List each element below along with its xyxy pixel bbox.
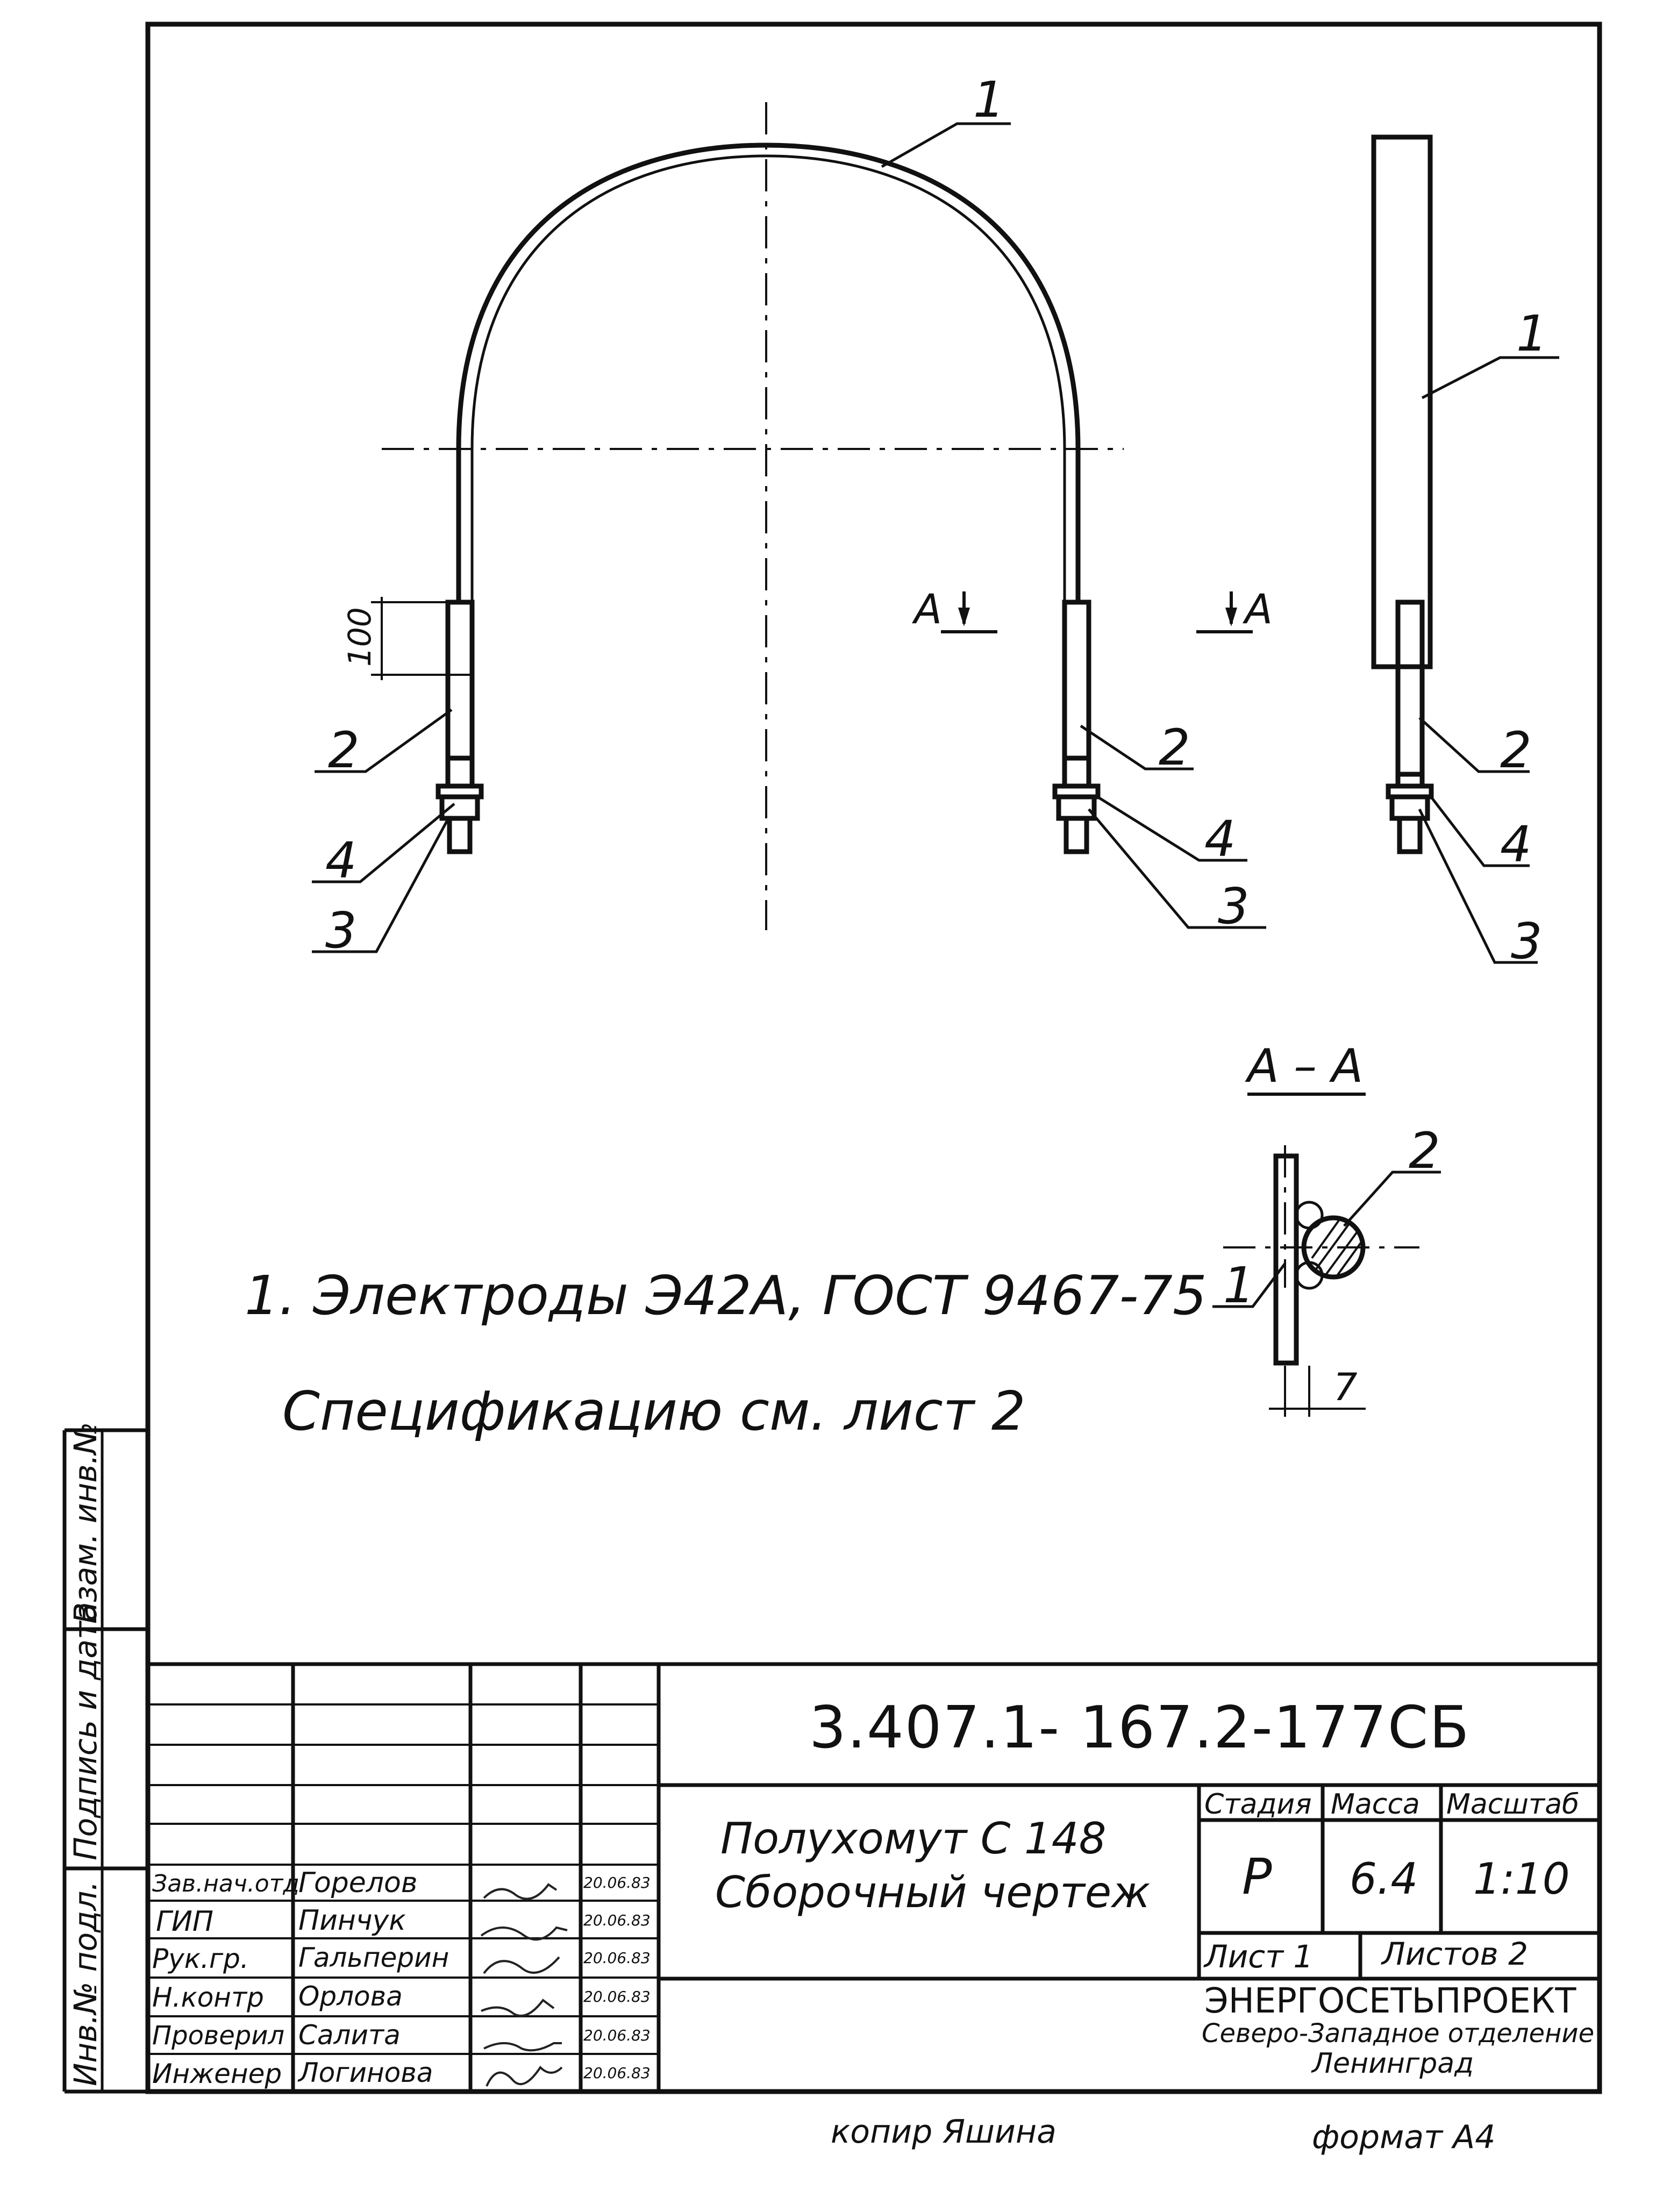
staff-role-5: Проверил [152,2021,285,2051]
margin-sign-date: Подпись и дата [67,1602,104,1860]
section-mark-right: A [1245,585,1273,633]
staff-name-5: Салита [298,2020,401,2051]
callout-right-nut: 3 [1218,877,1250,935]
document-code: 3.407.1- 167.2-177СБ [809,1694,1471,1761]
staff-name-4: Орлова [298,1981,403,2012]
callout-left-rod: 2 [328,722,360,779]
callout-section-rod: 2 [1409,1122,1440,1180]
arch-part-1 [456,142,1081,602]
section-title: A – A [1247,1039,1364,1093]
note-specification: Спецификацию см. лист 2 [282,1380,1026,1443]
left-nut [439,794,480,821]
drawing-name: Полухомут С 148 [720,1814,1107,1864]
signatures [480,1883,568,2087]
stage-header: Стадия [1204,1788,1312,1821]
callout-arch-part: 1 [973,71,1005,129]
organization-city: Ленинград [1312,2047,1474,2080]
title-block-frame [146,1662,1602,2094]
callout-right-washer: 4 [1204,810,1236,868]
stage-value: Р [1242,1848,1272,1906]
dimension-overlap: 100 [341,607,378,667]
callout-section-bar: 1 [1223,1257,1255,1314]
staff-date-3: 20.06.83 [583,1949,651,1967]
scale-value: 1:10 [1473,1854,1570,1904]
footer-format: формат А4 [1312,2118,1496,2156]
staff-date-2: 20.06.83 [583,1911,651,1929]
callout-left-washer: 4 [325,832,357,889]
sheet-frame [145,22,1602,2094]
staff-role-1: Зав.нач.отд [152,1870,299,1897]
sheet-number: Лист 1 [1204,1938,1314,1975]
side-rod [1395,600,1425,777]
scale-header: Масштаб [1446,1788,1580,1821]
section-mark-left: A [914,585,942,633]
staff-role-4: Н.контр [152,1982,264,2013]
section-rod-circle [1301,1215,1366,1280]
footer-copied: копир Яшина [831,2113,1057,2151]
staff-date-4: 20.06.83 [583,1988,651,2006]
side-strip [1371,134,1433,669]
section-bar [1273,1153,1299,1366]
organization-name: ЭНЕРГОСЕТЬПРОЕКТ [1204,1981,1576,2021]
staff-name-1: Горелов [298,1867,418,1899]
callout-side-washer: 4 [1500,816,1532,873]
callout-side-rod: 2 [1500,722,1532,779]
callout-side-nut: 3 [1511,912,1543,970]
callout-side-strip: 1 [1516,305,1548,362]
staff-role-3: Рук.гр. [152,1943,249,1974]
staff-date-6: 20.06.83 [583,2064,651,2082]
right-nut [1056,794,1097,821]
callout-right-rod: 2 [1159,719,1190,776]
staff-name-2: Пинчук [298,1904,406,1937]
staff-date-1: 20.06.83 [583,1874,651,1892]
staff-name-6: Логинова [298,2057,433,2088]
mass-value: 6.4 [1350,1854,1418,1904]
mass-header: Масса [1331,1788,1420,1821]
staff-name-3: Гальперин [298,1942,449,1973]
organization-branch: Северо-Западное отделение [1202,2018,1595,2049]
left-rod [445,600,475,761]
margin-replace-inv: Взам. инв.№ [67,1422,104,1624]
staff-role-2: ГИП [156,1906,213,1938]
note-electrodes: 1. Электроды Э42А, ГОСТ 9467-75 [245,1264,1207,1327]
staff-role-6: Инженер [152,2058,282,2089]
staff-date-5: 20.06.83 [583,2027,651,2044]
callout-left-nut: 3 [325,902,357,959]
right-rod [1062,600,1091,761]
margin-inv-number: Инв.№ подл. [67,1881,104,2086]
sheet-count: Листов 2 [1382,1936,1528,1972]
drawing-type: Сборочный чертеж [715,1867,1151,1917]
dimension-weld: 7 [1333,1365,1358,1409]
